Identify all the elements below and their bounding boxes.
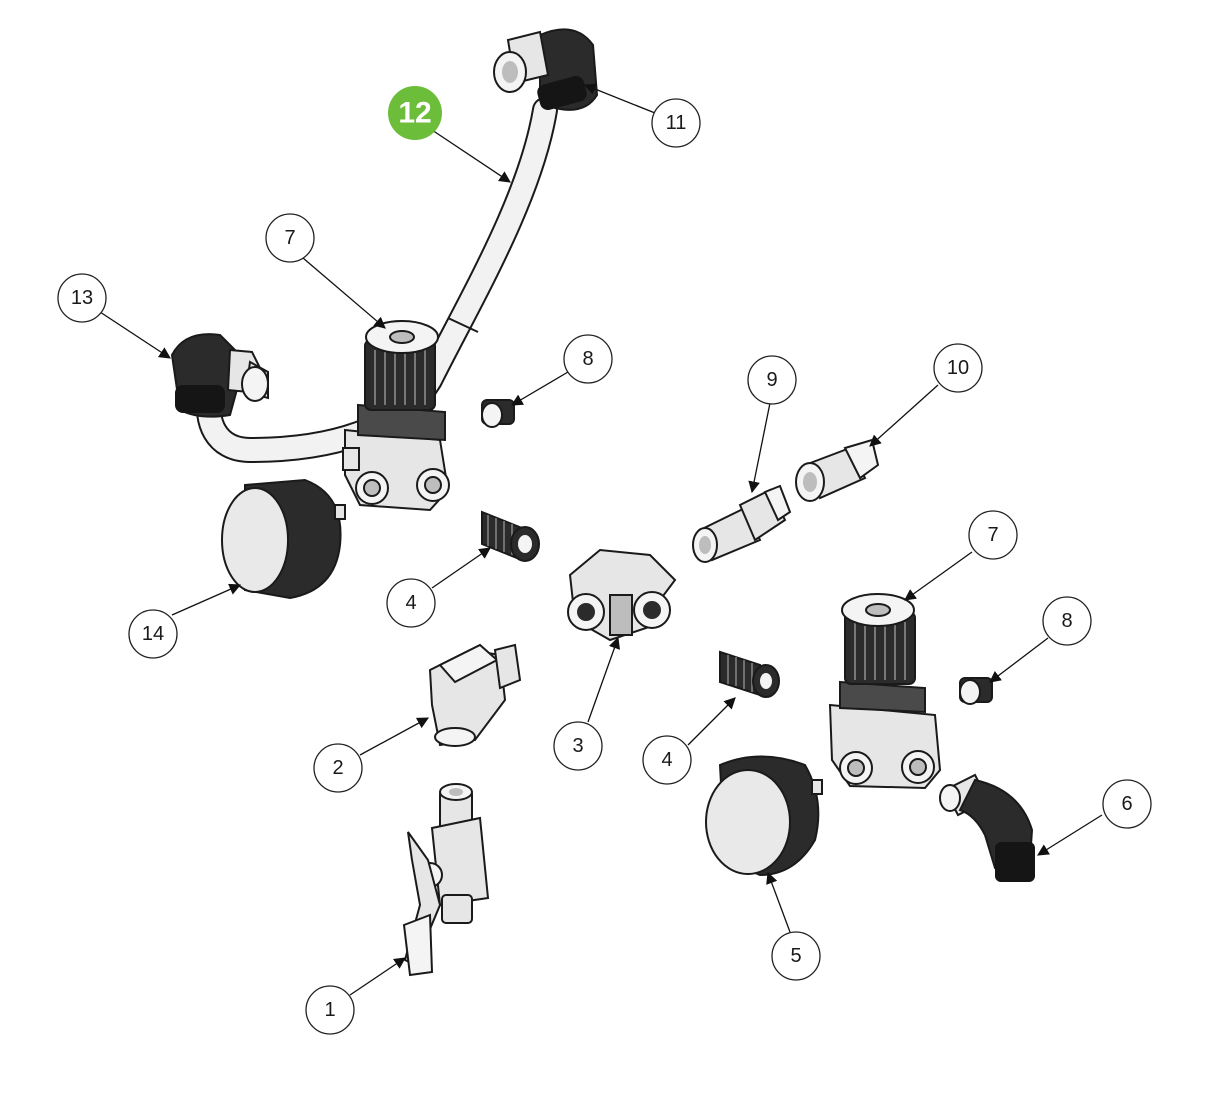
gauge-part-5[interactable] (705, 755, 823, 877)
callout-11: 11 (651, 98, 701, 148)
callout-label-9: 9 (766, 369, 777, 391)
plug-part-8-upper[interactable] (481, 399, 515, 428)
leader-lines (99, 83, 1103, 996)
callout-1: 1 (305, 985, 355, 1035)
callout-3: 3 (553, 721, 603, 771)
callout-13: 13 (57, 273, 107, 323)
callout-8-upper: 8 (563, 334, 613, 384)
nipple-part-4-lower[interactable] (719, 650, 780, 698)
callout-12-highlighted: 12 (388, 86, 442, 140)
callout-label-13: 13 (71, 287, 93, 309)
callout-label-7-right: 7 (987, 524, 998, 546)
leader-2 (359, 717, 430, 756)
leader-3 (587, 636, 620, 723)
callout-label-2: 2 (332, 757, 343, 779)
regulator-part-7-left[interactable] (342, 320, 450, 512)
callout-label-12: 12 (398, 97, 431, 130)
leader-10 (869, 384, 939, 447)
callout-7-right: 7 (968, 510, 1018, 560)
callout-label-5: 5 (790, 945, 801, 967)
leader-7-right (904, 551, 973, 601)
callout-6: 6 (1102, 779, 1152, 829)
callout-label-11: 11 (666, 112, 687, 134)
callout-label-8-lower: 8 (1061, 610, 1072, 632)
callout-10: 10 (933, 343, 983, 393)
callout-7-left: 7 (265, 213, 315, 263)
callout-5: 5 (771, 931, 821, 981)
leader-6 (1037, 814, 1103, 856)
ball-valve-part-1[interactable] (402, 783, 490, 977)
leader-8-lower (989, 637, 1049, 683)
hex-nipple-part-10[interactable] (795, 438, 880, 502)
leader-14 (171, 583, 242, 616)
cross-fitting-part-3[interactable] (567, 548, 677, 642)
callout-8-lower: 8 (1042, 596, 1092, 646)
leader-5 (766, 871, 791, 933)
callout-label-4-upper: 4 (405, 592, 416, 614)
leader-7-left (302, 257, 386, 329)
leader-4-upper (431, 547, 491, 589)
regulator-part-7-right[interactable] (828, 593, 942, 790)
leader-13 (99, 311, 171, 359)
elbow-fitting-part-11[interactable] (493, 28, 599, 111)
plug-part-8-lower[interactable] (959, 677, 993, 705)
leader-1 (349, 957, 406, 996)
gauge-part-14[interactable] (221, 478, 346, 600)
leader-8-upper (510, 371, 569, 406)
callout-label-8-upper: 8 (582, 348, 593, 370)
connector-part-9[interactable] (692, 484, 792, 563)
leader-11 (583, 83, 656, 114)
leader-12 (431, 129, 511, 183)
callout-label-3: 3 (572, 735, 583, 757)
callout-label-10: 10 (947, 357, 969, 379)
street-elbow-part-2[interactable] (428, 643, 522, 747)
callout-label-6: 6 (1121, 793, 1132, 815)
leader-4-lower (687, 697, 736, 746)
callout-label-7-left: 7 (284, 227, 295, 249)
callout-9: 9 (747, 355, 797, 405)
elbow-fitting-part-6[interactable] (939, 773, 1035, 882)
elbow-fitting-part-13[interactable] (170, 333, 269, 418)
leader-9 (748, 402, 771, 494)
callout-label-1: 1 (324, 999, 335, 1021)
callout-2: 2 (313, 743, 363, 793)
callout-4-upper: 4 (386, 578, 436, 628)
callout-label-14: 14 (142, 623, 164, 645)
callout-4-lower: 4 (642, 735, 692, 785)
nipple-part-4-upper[interactable] (481, 510, 540, 562)
callout-14: 14 (128, 609, 178, 659)
callout-label-4-lower: 4 (661, 749, 672, 771)
